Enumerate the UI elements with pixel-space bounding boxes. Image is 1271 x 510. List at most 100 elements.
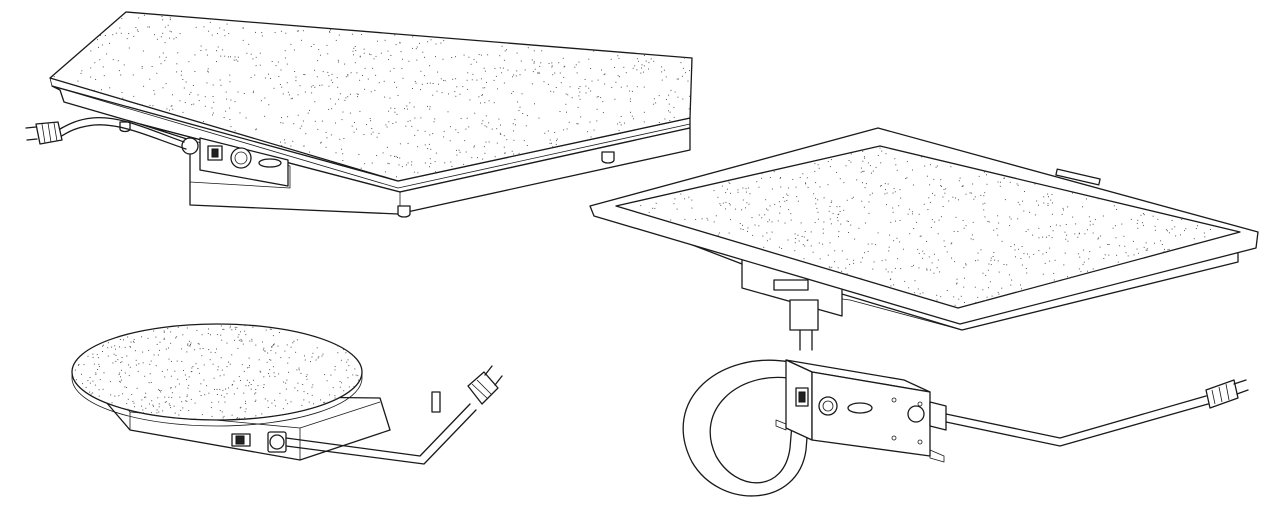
speckle-dot — [696, 293, 698, 295]
speckle-dot — [1196, 186, 1198, 187]
speckle-dot — [1218, 280, 1220, 282]
speckle-dot — [680, 153, 681, 155]
speckle-dot — [123, 64, 125, 66]
speckle-dot — [77, 43, 79, 45]
speckle-dot — [559, 72, 561, 74]
speckle-dot — [149, 78, 151, 80]
speckle-dot — [455, 56, 456, 58]
speckle-dot — [592, 29, 594, 31]
speckle-dot — [112, 34, 114, 36]
speckle-dot — [1133, 156, 1135, 157]
speckle-dot — [339, 93, 341, 95]
speckle-dot — [136, 387, 138, 389]
speckle-dot — [654, 38, 655, 40]
speckle-dot — [499, 67, 501, 69]
speckle-dot — [307, 393, 309, 395]
speckle-dot — [661, 79, 663, 81]
speckle-dot — [102, 131, 103, 133]
speckle-dot — [1025, 268, 1027, 269]
speckle-dot — [488, 122, 490, 124]
speckle-dot — [974, 286, 976, 288]
speckle-dot — [111, 162, 113, 164]
speckle-dot — [354, 46, 356, 47]
speckle-dot — [429, 134, 431, 136]
speckle-dot — [1114, 225, 1116, 227]
speckle-dot — [330, 79, 332, 81]
speckle-dot — [451, 13, 453, 15]
speckle-dot — [999, 185, 1001, 187]
speckle-dot — [158, 403, 160, 405]
speckle-dot — [311, 356, 313, 358]
speckle-dot — [175, 37, 177, 39]
speckle-dot — [930, 269, 931, 271]
speckle-dot — [287, 91, 289, 93]
speckle-dot — [280, 357, 282, 359]
speckle-dot — [108, 138, 110, 139]
speckle-dot — [862, 257, 863, 259]
speckle-dot — [80, 72, 82, 74]
speckle-dot — [922, 292, 924, 294]
speckle-dot — [240, 339, 242, 340]
speckle-dot — [109, 381, 111, 383]
speckle-dot — [350, 353, 352, 355]
speckle-dot — [691, 207, 693, 209]
speckle-dot — [277, 345, 279, 347]
speckle-dot — [761, 173, 763, 175]
speckle-dot — [122, 160, 124, 162]
speckle-dot — [674, 14, 676, 16]
speckle-dot — [1215, 164, 1216, 166]
speckle-dot — [611, 27, 613, 28]
speckle-dot — [223, 328, 225, 330]
speckle-dot — [1117, 261, 1119, 263]
speckle-dot — [518, 39, 519, 41]
speckle-dot — [708, 294, 710, 296]
speckle-dot — [262, 341, 263, 343]
speckle-dot — [149, 363, 151, 365]
speckle-dot — [830, 223, 832, 225]
speckle-dot — [1154, 229, 1156, 231]
speckle-dot — [644, 175, 646, 176]
speckle-dot — [66, 123, 68, 125]
stone-top — [615, 145, 1241, 309]
speckle-dot — [135, 27, 137, 28]
speckle-dot — [1112, 227, 1114, 229]
speckle-dot — [169, 109, 170, 111]
speckle-dot — [235, 328, 237, 330]
speckle-dot — [519, 12, 521, 14]
speckle-dot — [762, 235, 764, 237]
speckle-dot — [665, 76, 667, 78]
speckle-dot — [248, 357, 250, 359]
speckle-dot — [754, 224, 756, 226]
speckle-dot — [234, 56, 236, 58]
speckle-dot — [1038, 155, 1040, 157]
speckle-dot — [169, 17, 171, 19]
speckle-dot — [551, 66, 553, 68]
speckle-dot — [219, 410, 221, 412]
speckle-dot — [908, 287, 910, 289]
speckle-dot — [1137, 227, 1139, 229]
speckle-dot — [770, 151, 772, 153]
speckle-dot — [627, 228, 629, 230]
speckle-dot — [135, 364, 137, 366]
speckle-dot — [1067, 276, 1068, 278]
speckle-dot — [236, 327, 238, 328]
speckle-dot — [659, 266, 661, 268]
speckle-dot — [680, 193, 682, 195]
speckle-dot — [141, 336, 142, 338]
speckle-dot — [346, 361, 348, 363]
speckle-dot — [201, 414, 203, 416]
speckle-dot — [892, 192, 894, 194]
speckle-dot — [271, 13, 273, 15]
speckle-dot — [316, 347, 318, 349]
speckle-dot — [244, 325, 246, 327]
speckle-dot — [827, 254, 829, 256]
speckle-dot — [765, 199, 767, 201]
speckle-dot — [566, 44, 568, 46]
speckle-dot — [827, 184, 829, 186]
speckle-dot — [87, 413, 89, 415]
speckle-dot — [1083, 261, 1085, 263]
speckle-dot — [1164, 248, 1165, 250]
speckle-dot — [394, 111, 396, 113]
speckle-dot — [773, 171, 775, 173]
speckle-dot — [897, 258, 899, 260]
